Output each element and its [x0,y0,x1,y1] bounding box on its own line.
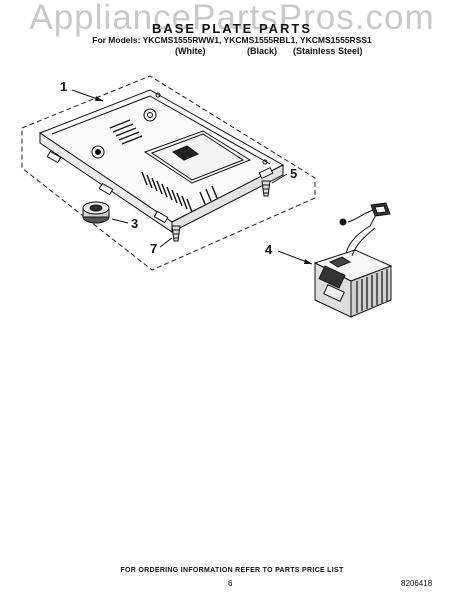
callout-1: 1 [60,79,68,94]
watermark: AppliancePartsPros.com [29,0,435,37]
variant-black: (Black) [247,46,278,56]
variant-white: (White) [175,46,206,56]
screw-part-5 [261,180,271,197]
models-line: For Models: YKCMS1555RWW1, YKCMS1555RBL1… [92,35,372,45]
transformer-part [313,202,393,318]
callout-4: 4 [265,242,273,257]
document-number: 8206418 [401,579,433,588]
callout-7: 7 [150,241,158,256]
page-number: 6 [228,579,233,588]
ordering-note: FOR ORDERING INFORMATION REFER TO PARTS … [120,567,344,574]
variant-stainless: (Stainless Steel) [293,46,363,56]
screw-part-7 [171,225,181,242]
page-title: BASE PLATE PARTS [151,21,313,36]
grommet-part [82,201,110,224]
assembly-boundary [21,75,316,271]
callout-3: 3 [131,216,139,231]
callout-5: 5 [290,166,298,181]
